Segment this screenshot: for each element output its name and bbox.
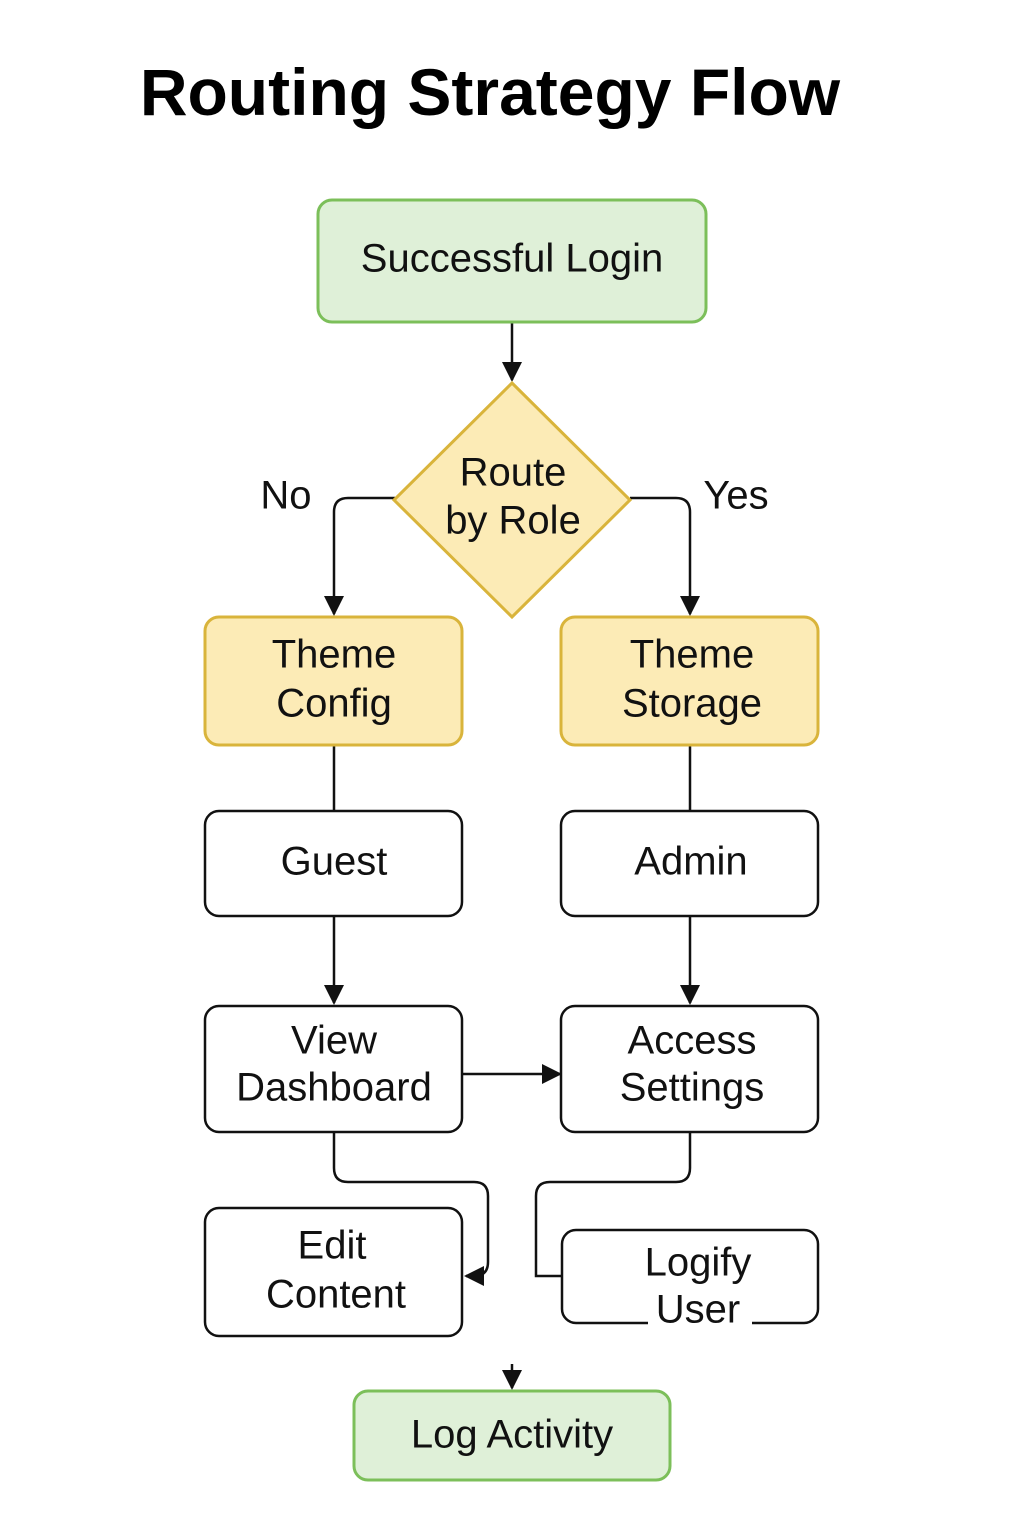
node-view-dashboard: View Dashboard xyxy=(203,1004,464,1134)
node-guest-label: Guest xyxy=(281,840,388,884)
node-guest-box xyxy=(203,809,464,918)
node-edit-content-label-line-1: Edit xyxy=(298,1224,367,1268)
node-access-settings-box xyxy=(559,1004,820,1134)
node-access-settings-label-line-2: Settings xyxy=(620,1066,765,1110)
node-admin-label: Admin xyxy=(634,840,747,884)
node-theme-storage-label-line-2: Storage xyxy=(622,682,762,726)
node-theme-storage-label-line-1: Theme xyxy=(630,633,755,677)
edge-route-to-theme-storage xyxy=(630,496,700,616)
node-access-settings-label-line-1: Access xyxy=(628,1019,757,1063)
node-access-settings: Access Settings xyxy=(559,1004,820,1134)
edge-label-yes: Yes xyxy=(703,474,768,518)
node-logify-user-label-line-2: User xyxy=(656,1288,740,1332)
node-admin-box xyxy=(559,809,820,918)
node-view-dashboard-label-line-1: View xyxy=(291,1019,377,1063)
node-route-by-role-diamond xyxy=(391,380,633,620)
edge-label-no: No xyxy=(260,474,311,518)
edge-route-to-theme-config xyxy=(324,496,395,616)
node-theme-config-label-line-2: Config xyxy=(276,682,392,726)
node-log-activity-label: Log Activity xyxy=(411,1413,613,1457)
node-view-dashboard-box xyxy=(203,1004,464,1134)
node-theme-storage-box xyxy=(559,615,820,747)
node-admin: Admin xyxy=(559,809,820,918)
edge-view-dashboard-to-edit-content xyxy=(332,1132,490,1286)
node-theme-config: Theme Config xyxy=(203,615,464,747)
edges xyxy=(324,322,700,1390)
node-successful-login: Successful Login xyxy=(316,198,708,324)
node-logify-user: Logify User xyxy=(560,1228,820,1332)
node-theme-config-box xyxy=(203,615,464,747)
node-route-by-role-label-line-2: by Role xyxy=(445,499,581,543)
node-successful-login-box xyxy=(316,198,708,324)
node-log-activity-box xyxy=(352,1389,672,1482)
node-logify-user-label-gap xyxy=(648,1314,752,1330)
node-theme-config-label-line-1: Theme xyxy=(272,633,397,677)
node-route-by-role: Route by Role xyxy=(391,380,633,620)
diagram-title: Routing Strategy Flow xyxy=(139,55,841,129)
node-edit-content-label-line-2: Content xyxy=(266,1273,406,1317)
node-edit-content-box xyxy=(203,1206,464,1338)
node-guest: Guest xyxy=(203,809,464,918)
node-view-dashboard-label-line-2: Dashboard xyxy=(236,1066,432,1110)
node-edit-content: Edit Content xyxy=(203,1206,464,1338)
node-log-activity: Log Activity xyxy=(352,1389,672,1482)
edge-access-settings-to-logify-user xyxy=(534,1132,692,1278)
node-successful-login-label: Successful Login xyxy=(361,237,663,281)
node-logify-user-label-line-1: Logify xyxy=(645,1241,752,1285)
node-theme-storage: Theme Storage xyxy=(559,615,820,747)
node-route-by-role-label-line-1: Route xyxy=(460,451,567,495)
